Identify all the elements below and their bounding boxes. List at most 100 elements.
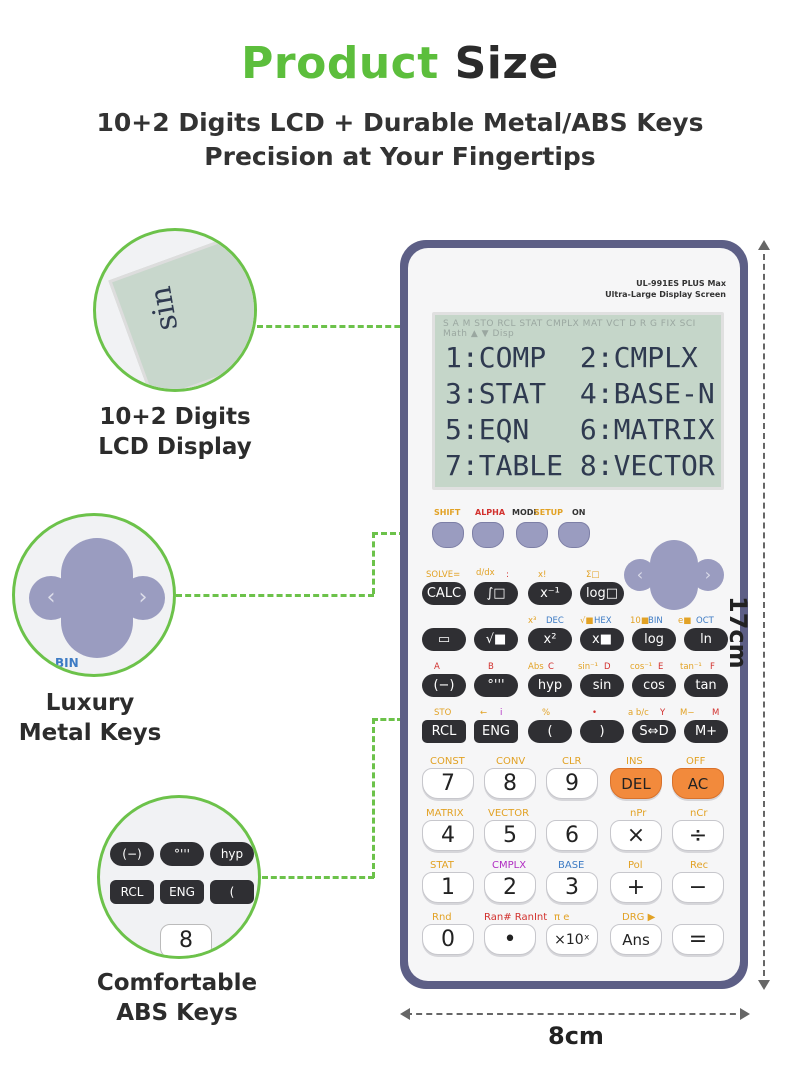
key-label: Ran# RanInt (484, 912, 548, 923)
exp-key[interactable]: ×10ˣ (546, 924, 598, 955)
shift-label: Abs (528, 662, 544, 672)
plus-key[interactable]: + (610, 872, 662, 903)
equals-key[interactable]: = (672, 924, 724, 955)
on-label: ON (572, 508, 586, 517)
lcd-line: 1:COMP 2:CMPLX (445, 341, 698, 374)
square-key[interactable]: x² (528, 628, 572, 651)
mode-label: MODE (512, 508, 539, 517)
alpha-label: OCT (696, 616, 714, 626)
shift-label: M− (680, 708, 695, 718)
ac-key[interactable]: AC (672, 768, 724, 799)
ln-key[interactable]: ln (684, 628, 728, 651)
eng-key[interactable]: ENG (474, 720, 518, 743)
left-arrow-icon[interactable]: ‹ (624, 559, 656, 591)
lcd-line: 5:EQN 6:MATRIX (445, 413, 715, 446)
abs-leader-h (262, 876, 374, 879)
key-3[interactable]: 3 (546, 872, 598, 903)
direction-pad[interactable]: ‹ › (624, 540, 724, 610)
ans-key[interactable]: Ans (610, 924, 662, 955)
calc-key[interactable]: CALC (422, 582, 466, 605)
on-key[interactable] (558, 522, 590, 548)
model-label: UL-991ES PLUS Max Ultra-Large Display Sc… (605, 279, 726, 299)
key-6[interactable]: 6 (546, 820, 598, 851)
key-label: Rec (690, 860, 709, 871)
key-label: Pol (628, 860, 643, 871)
alpha-label: • (592, 708, 598, 718)
shift-label: 10■ (630, 616, 649, 626)
shift-label: x! (538, 570, 547, 580)
arrow-left-icon (400, 1008, 410, 1020)
key-label: STAT (430, 860, 454, 871)
hyp-key[interactable]: hyp (528, 674, 572, 697)
multiply-key[interactable]: × (610, 820, 662, 851)
shift-label: % (542, 708, 551, 718)
fraction-key[interactable]: ▭ (422, 628, 466, 651)
key-4[interactable]: 4 (422, 820, 474, 851)
power-key[interactable]: x■ (580, 628, 624, 651)
alpha-label: E (658, 662, 664, 672)
shift-label: a b/c (628, 708, 649, 718)
rcl-key[interactable]: RCL (422, 720, 466, 743)
del-key[interactable]: DEL (610, 768, 662, 799)
metal-leader-v (372, 532, 375, 594)
abs-callout-label: Comfortable ABS Keys (96, 970, 258, 1026)
sqrt-key[interactable]: √■ (474, 628, 518, 651)
alpha-key[interactable] (472, 522, 504, 548)
key-label: MATRIX (426, 808, 464, 819)
open-paren-key[interactable]: ( (528, 720, 572, 743)
key-5[interactable]: 5 (484, 820, 536, 851)
alpha-label: D (604, 662, 611, 672)
key-label: Rnd (432, 912, 452, 923)
metal-leader-h (176, 594, 374, 597)
shift-label: SOLVE= (426, 570, 461, 580)
shift-label: cos⁻¹ (630, 662, 653, 672)
key-9[interactable]: 9 (546, 768, 598, 799)
key-label: π e (554, 912, 570, 923)
right-arrow-icon[interactable]: › (692, 559, 724, 591)
minus-key[interactable]: − (672, 872, 724, 903)
key-label: CLR (562, 756, 582, 767)
decimal-key[interactable]: • (484, 924, 536, 955)
page-title: Product Size (0, 38, 800, 89)
integral-key[interactable]: ∫□ (474, 582, 518, 605)
divide-key[interactable]: ÷ (672, 820, 724, 851)
alpha-label: F (710, 662, 715, 672)
lcd-line: 3:STAT 4:BASE-N (445, 377, 715, 410)
shift-key[interactable] (432, 522, 464, 548)
inverse-key[interactable]: x⁻¹ (528, 582, 572, 605)
height-dimension: 17cm (724, 596, 752, 669)
dpad-vertical[interactable] (650, 540, 698, 610)
log-base-key[interactable]: log□ (580, 582, 624, 605)
degree-key[interactable]: °''' (474, 674, 518, 697)
lcd-status-bar: S A M STO RCL STAT CMPLX MAT VCT D R G F… (443, 319, 696, 339)
alpha-label: C (548, 662, 554, 672)
negative-key[interactable]: (−) (422, 674, 466, 697)
key-label: BASE (558, 860, 585, 871)
key-2[interactable]: 2 (484, 872, 536, 903)
alpha-label: i (500, 708, 503, 718)
key-7[interactable]: 7 (422, 768, 474, 799)
cos-key[interactable]: cos (632, 674, 676, 697)
key-label: nCr (690, 808, 708, 819)
alpha-label: : (506, 570, 509, 580)
close-paren-key[interactable]: ) (580, 720, 624, 743)
m-plus-key[interactable]: M+ (684, 720, 728, 743)
s-to-d-key[interactable]: S⇔D (632, 720, 676, 743)
sin-key[interactable]: sin (580, 674, 624, 697)
key-8[interactable]: 8 (484, 768, 536, 799)
subtitle-line1: 10+2 Digits LCD + Durable Metal/ABS Keys (96, 108, 704, 137)
log-key[interactable]: log (632, 628, 676, 651)
alpha-label: B (488, 662, 494, 672)
key-1[interactable]: 1 (422, 872, 474, 903)
key-label: CONST (430, 756, 465, 767)
tan-key[interactable]: tan (684, 674, 728, 697)
abs-leader-v (372, 718, 375, 878)
shift-label: STO (434, 708, 452, 718)
lcd-line: 7:TABLE 8:VECTOR (445, 449, 715, 482)
key-0[interactable]: 0 (422, 924, 474, 955)
lcd-callout-label: 10+2 Digits LCD Display (98, 404, 252, 460)
height-dimension-line (763, 244, 765, 986)
mode-key[interactable] (516, 522, 548, 548)
subtitle-line2: Precision at Your Fingertips (204, 142, 596, 171)
shift-label: SHIFT (434, 508, 461, 517)
